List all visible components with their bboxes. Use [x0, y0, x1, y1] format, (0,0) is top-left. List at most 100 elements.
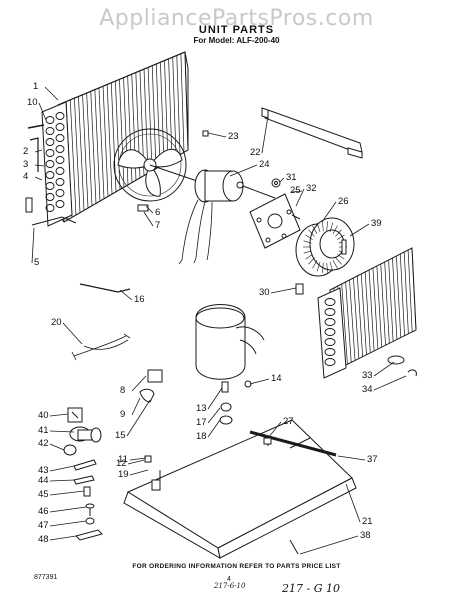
callout-45: 45 [38, 489, 49, 500]
leader-4 [34, 176, 43, 181]
callout-8: 8 [120, 385, 126, 396]
leader-13 [207, 387, 223, 410]
leader-17 [207, 407, 221, 424]
leader-20 [62, 322, 83, 345]
leader-41 [49, 430, 75, 433]
leader-18 [207, 419, 221, 438]
callout-43: 43 [38, 465, 49, 476]
evaporator-coil [317, 247, 417, 379]
compressor [195, 304, 265, 425]
leader-24 [229, 164, 258, 177]
base-pan [123, 419, 357, 559]
leader-30 [270, 287, 297, 294]
leader-2 [34, 149, 43, 153]
ordering-note: FOR ORDERING INFORMATION REFER TO PARTS … [132, 563, 341, 570]
fan-blade [113, 128, 201, 202]
leader-27 [267, 421, 282, 439]
callout-13: 13 [196, 403, 207, 414]
leader-23 [207, 132, 227, 138]
callout-4: 4 [23, 171, 29, 182]
callout-31: 31 [286, 172, 297, 183]
leader-lines [31, 86, 407, 555]
callout-7: 7 [155, 220, 161, 231]
callout-21: 21 [362, 516, 373, 527]
callout-38: 38 [360, 530, 371, 541]
callout-5: 5 [34, 257, 40, 268]
leader-15 [126, 399, 151, 437]
callout-9: 9 [120, 409, 126, 420]
handwritten-date: 217-6-10 [214, 582, 246, 590]
leader-6 [145, 205, 154, 214]
callout-44: 44 [38, 475, 49, 486]
diagram-title: UNIT PARTS [198, 24, 275, 36]
condenser-coil [41, 51, 189, 227]
leader-34 [373, 375, 407, 391]
leader-8 [131, 375, 147, 392]
callout-6: 6 [155, 207, 161, 218]
callout-37: 37 [367, 454, 378, 465]
callout-19: 19 [118, 469, 129, 480]
callout-26: 26 [338, 196, 349, 207]
callout-16: 16 [134, 294, 145, 305]
leader-39 [349, 223, 370, 237]
document-code: 877391 [34, 574, 58, 581]
callout-17: 17 [196, 417, 207, 428]
page-number: 4 [227, 576, 231, 583]
leader-22 [261, 115, 269, 154]
callout-48: 48 [38, 534, 49, 545]
callout-1: 1 [33, 81, 39, 92]
leader-42 [49, 443, 65, 451]
handwritten-ref: 217 - G 10 [282, 582, 340, 595]
brace [261, 107, 363, 159]
leader-45 [49, 490, 85, 496]
callout-33: 33 [362, 370, 373, 381]
leader-26 [321, 201, 337, 223]
leader-16 [119, 289, 133, 301]
fan-motor [178, 169, 276, 265]
callout-14: 14 [271, 373, 282, 384]
callout-30: 30 [259, 287, 270, 298]
callout-41: 41 [38, 425, 49, 436]
leader-14 [249, 378, 270, 385]
leader-9 [131, 397, 141, 416]
callout-23: 23 [228, 131, 239, 142]
leader-7 [143, 211, 154, 227]
callout-40: 40 [38, 410, 49, 421]
leader-12 [127, 459, 145, 465]
diagram-subtitle: For Model: ALF-200-40 [193, 36, 280, 45]
callout-15: 15 [115, 430, 126, 441]
leader-25 [291, 190, 303, 193]
leader-21 [345, 483, 361, 523]
leader-37 [337, 455, 366, 461]
leader-46 [49, 506, 87, 513]
callout-47: 47 [38, 520, 49, 531]
leader-44 [49, 479, 75, 482]
callout-11: 11 [118, 454, 128, 465]
hardware [25, 124, 347, 295]
watermark: AppliancePartsPros.com [99, 6, 374, 31]
callout-10: 10 [27, 97, 38, 108]
leader-47 [49, 520, 87, 527]
leader-32 [295, 188, 305, 207]
callout-24: 24 [259, 159, 270, 170]
leader-3 [34, 164, 45, 167]
callout-3: 3 [23, 159, 29, 170]
motor-mount [249, 193, 301, 249]
callout-32: 32 [306, 183, 317, 194]
tubing-and-harness [71, 283, 131, 361]
callout-42: 42 [38, 438, 49, 449]
callout-25: 25 [290, 185, 301, 196]
leader-38 [299, 535, 359, 555]
callout-46: 46 [38, 506, 49, 517]
callout-2: 2 [23, 146, 29, 157]
leader-31 [279, 177, 285, 183]
leader-48 [49, 535, 77, 541]
leader-19 [129, 469, 149, 476]
leader-5 [31, 227, 35, 264]
callout-22: 22 [250, 147, 261, 158]
leader-33 [373, 361, 395, 377]
leader-10 [38, 102, 47, 121]
leader-1 [44, 86, 59, 101]
